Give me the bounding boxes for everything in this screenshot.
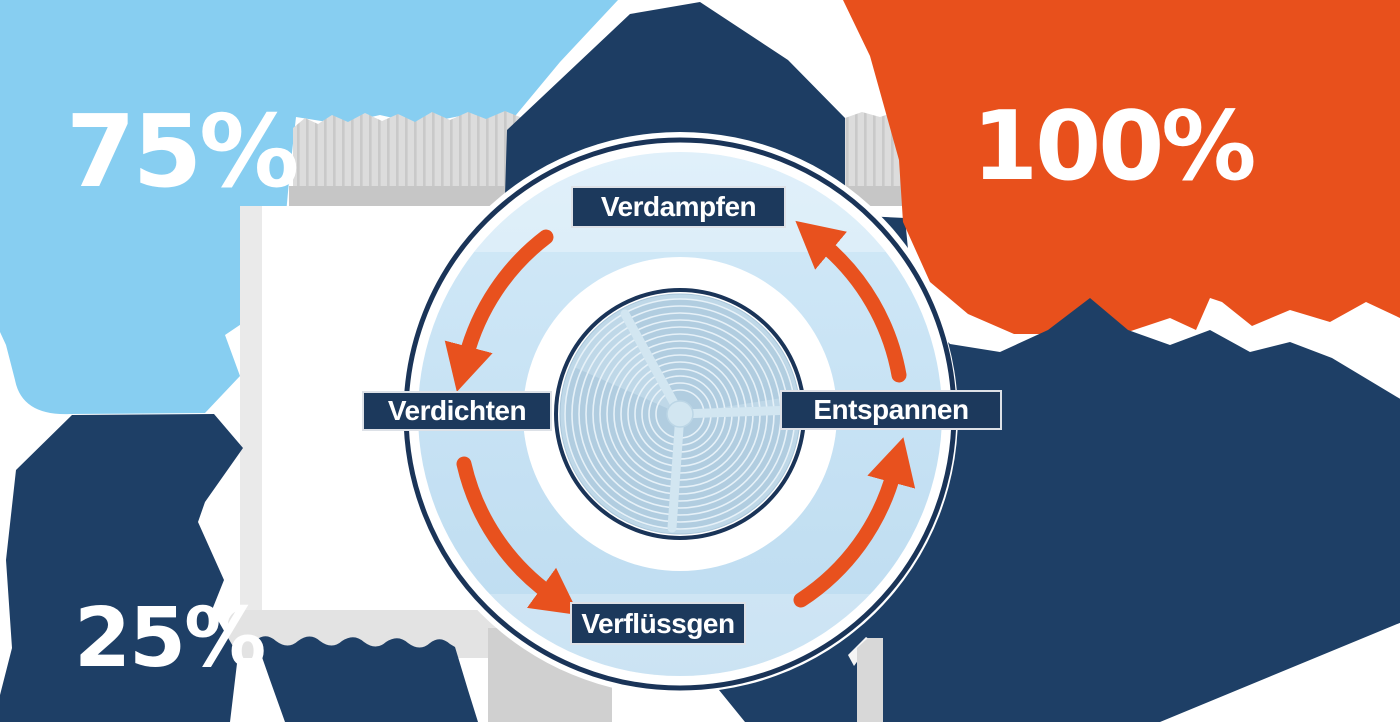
curved-arrow-bottom-left-icon — [456, 456, 580, 616]
cycle-step-entspannen: Entspannen — [780, 390, 1002, 430]
navy-blob-bottom-right — [719, 298, 1400, 722]
percent-ambient-energy: 75% — [66, 93, 299, 210]
navy-blob-bottom-left — [0, 414, 243, 722]
sky-blue-blob — [0, 0, 618, 415]
fan-spokes — [620, 309, 799, 533]
fan-hub — [666, 400, 694, 428]
percent-electricity: 25% — [74, 591, 266, 686]
percent-heating-output: 100% — [972, 92, 1256, 202]
cycle-step-verdampfen: Verdampfen — [571, 186, 786, 228]
fan-icon — [559, 293, 801, 535]
cycle-step-verdichten: Verdichten — [362, 391, 552, 431]
cycle-step-verfluessgen: Verflüssgen — [570, 602, 746, 645]
heat-pump-leg — [848, 637, 883, 722]
curved-arrow-top-right-icon — [795, 220, 907, 383]
orange-blob — [843, 0, 1400, 334]
heat-pump-side-shadow — [240, 206, 262, 622]
cycle-arrows — [444, 220, 916, 616]
navy-ground-scallops — [256, 636, 478, 722]
curved-arrow-top-left-icon — [444, 229, 554, 392]
curved-arrow-bottom-right-icon — [793, 437, 916, 608]
